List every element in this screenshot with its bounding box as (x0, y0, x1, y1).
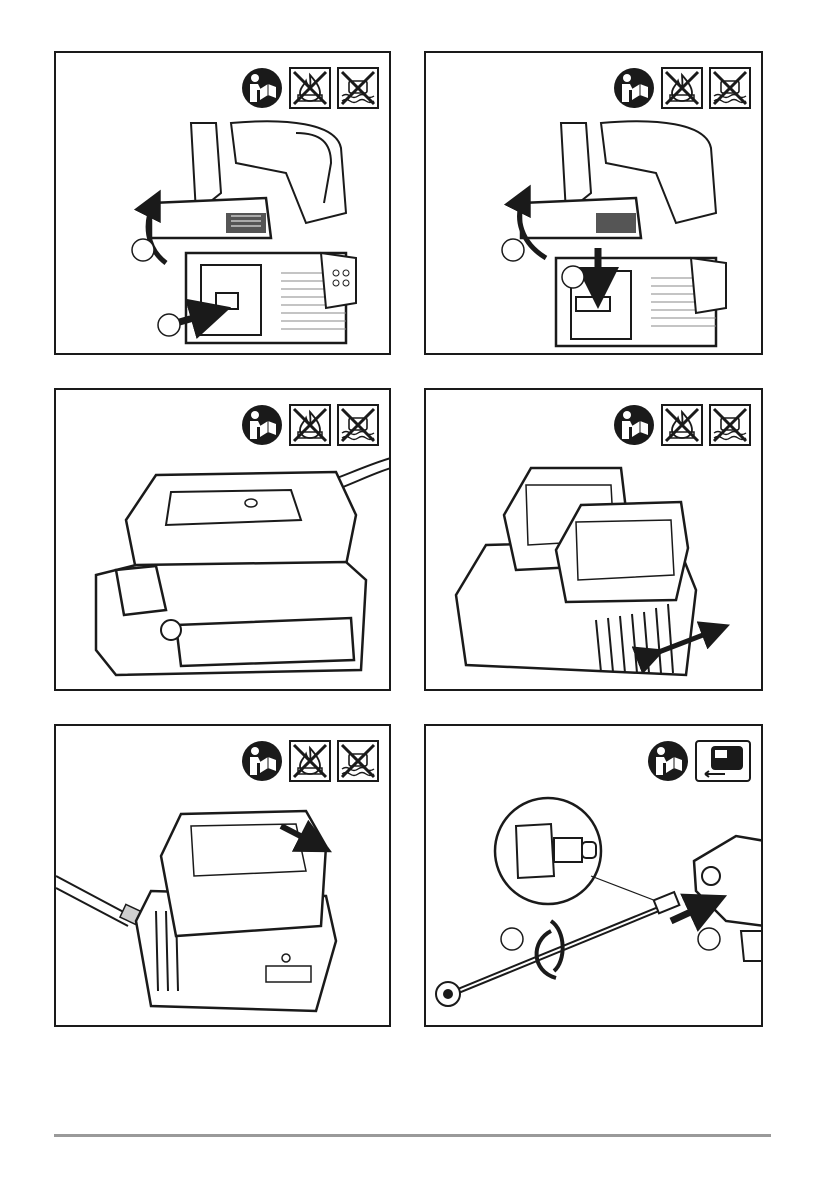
panel-slide-battery (54, 724, 391, 1027)
no-water-icon (337, 67, 379, 109)
no-water-icon (709, 404, 751, 446)
safety-icons (613, 404, 751, 446)
step-callout-2 (562, 266, 584, 288)
no-fire-icon (289, 404, 331, 446)
panel-remove-battery (54, 51, 391, 355)
step-callout-1 (501, 928, 523, 950)
step-callout-2 (158, 314, 180, 336)
safety-icons (241, 404, 379, 446)
safety-icons (241, 67, 379, 109)
step-callout-2 (698, 928, 720, 950)
read-manual-icon (241, 404, 283, 446)
panel-press-release (424, 51, 763, 355)
panel-dual-charger (424, 388, 763, 691)
no-water-icon (337, 404, 379, 446)
info-icons (647, 740, 751, 782)
no-water-icon (337, 740, 379, 782)
read-manual-icon (613, 67, 655, 109)
no-fire-icon (661, 404, 703, 446)
read-manual-icon (613, 404, 655, 446)
no-water-icon (709, 67, 751, 109)
panel-attach-lance (424, 724, 763, 1027)
footer-rule (54, 1134, 771, 1137)
step-callout-1 (132, 239, 154, 261)
read-manual-icon (241, 740, 283, 782)
panel-charger-connected (54, 388, 391, 691)
step-callout-1 (502, 239, 524, 261)
safety-icons (241, 740, 379, 782)
no-fire-icon (289, 67, 331, 109)
safety-icons (613, 67, 751, 109)
read-manual-icon (241, 67, 283, 109)
lance-attach-icon (695, 740, 751, 782)
no-fire-icon (289, 740, 331, 782)
no-fire-icon (661, 67, 703, 109)
read-manual-icon (647, 740, 689, 782)
